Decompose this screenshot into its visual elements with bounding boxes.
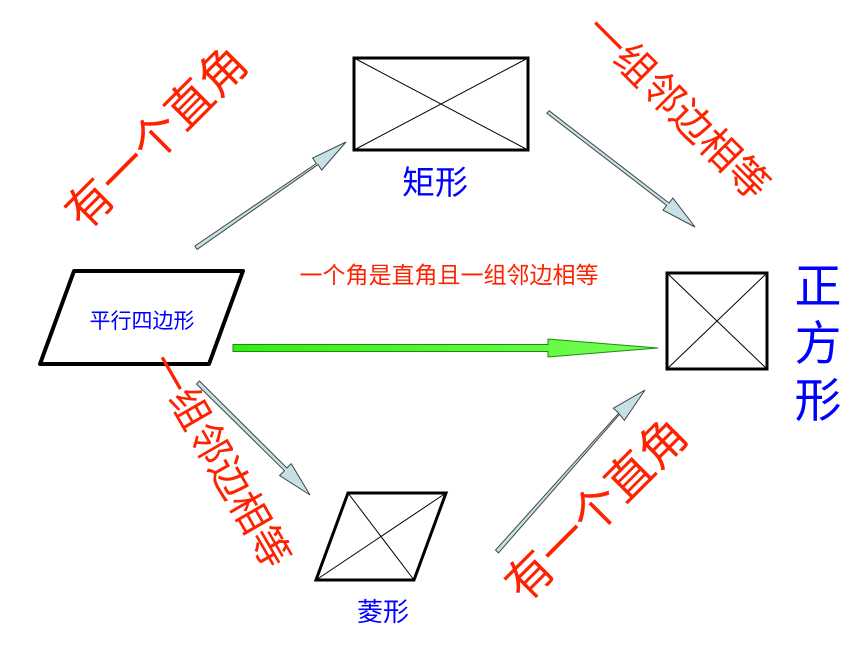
condition-rectangle-to-square: 一组邻边相等 [576, 7, 778, 209]
arrow-parallelogram-to-rectangle [194, 141, 347, 251]
square-label-char-2: 方 [795, 317, 842, 372]
arrow-rhombus-to-square [494, 389, 646, 554]
condition-direct: 一个角是直角且一组邻边相等 [300, 263, 599, 289]
arrow-rectangle-to-square [546, 110, 696, 228]
rectangle-shape [352, 56, 530, 152]
square-shape [665, 271, 769, 371]
condition-to-rectangle: 有一个直角 [54, 35, 259, 240]
rhombus-shape [313, 491, 449, 582]
arrow-parallelogram-to-square-direct [232, 338, 659, 358]
parallelogram-shape [38, 269, 245, 366]
rhombus-label: 菱形 [357, 598, 409, 628]
parallelogram-label: 平行四边形 [90, 309, 195, 333]
square-label-char-3: 形 [795, 374, 842, 429]
square-label-char-1: 正 [795, 260, 842, 315]
arrow-parallelogram-to-rhombus [195, 380, 311, 496]
rectangle-label: 矩形 [402, 163, 468, 202]
